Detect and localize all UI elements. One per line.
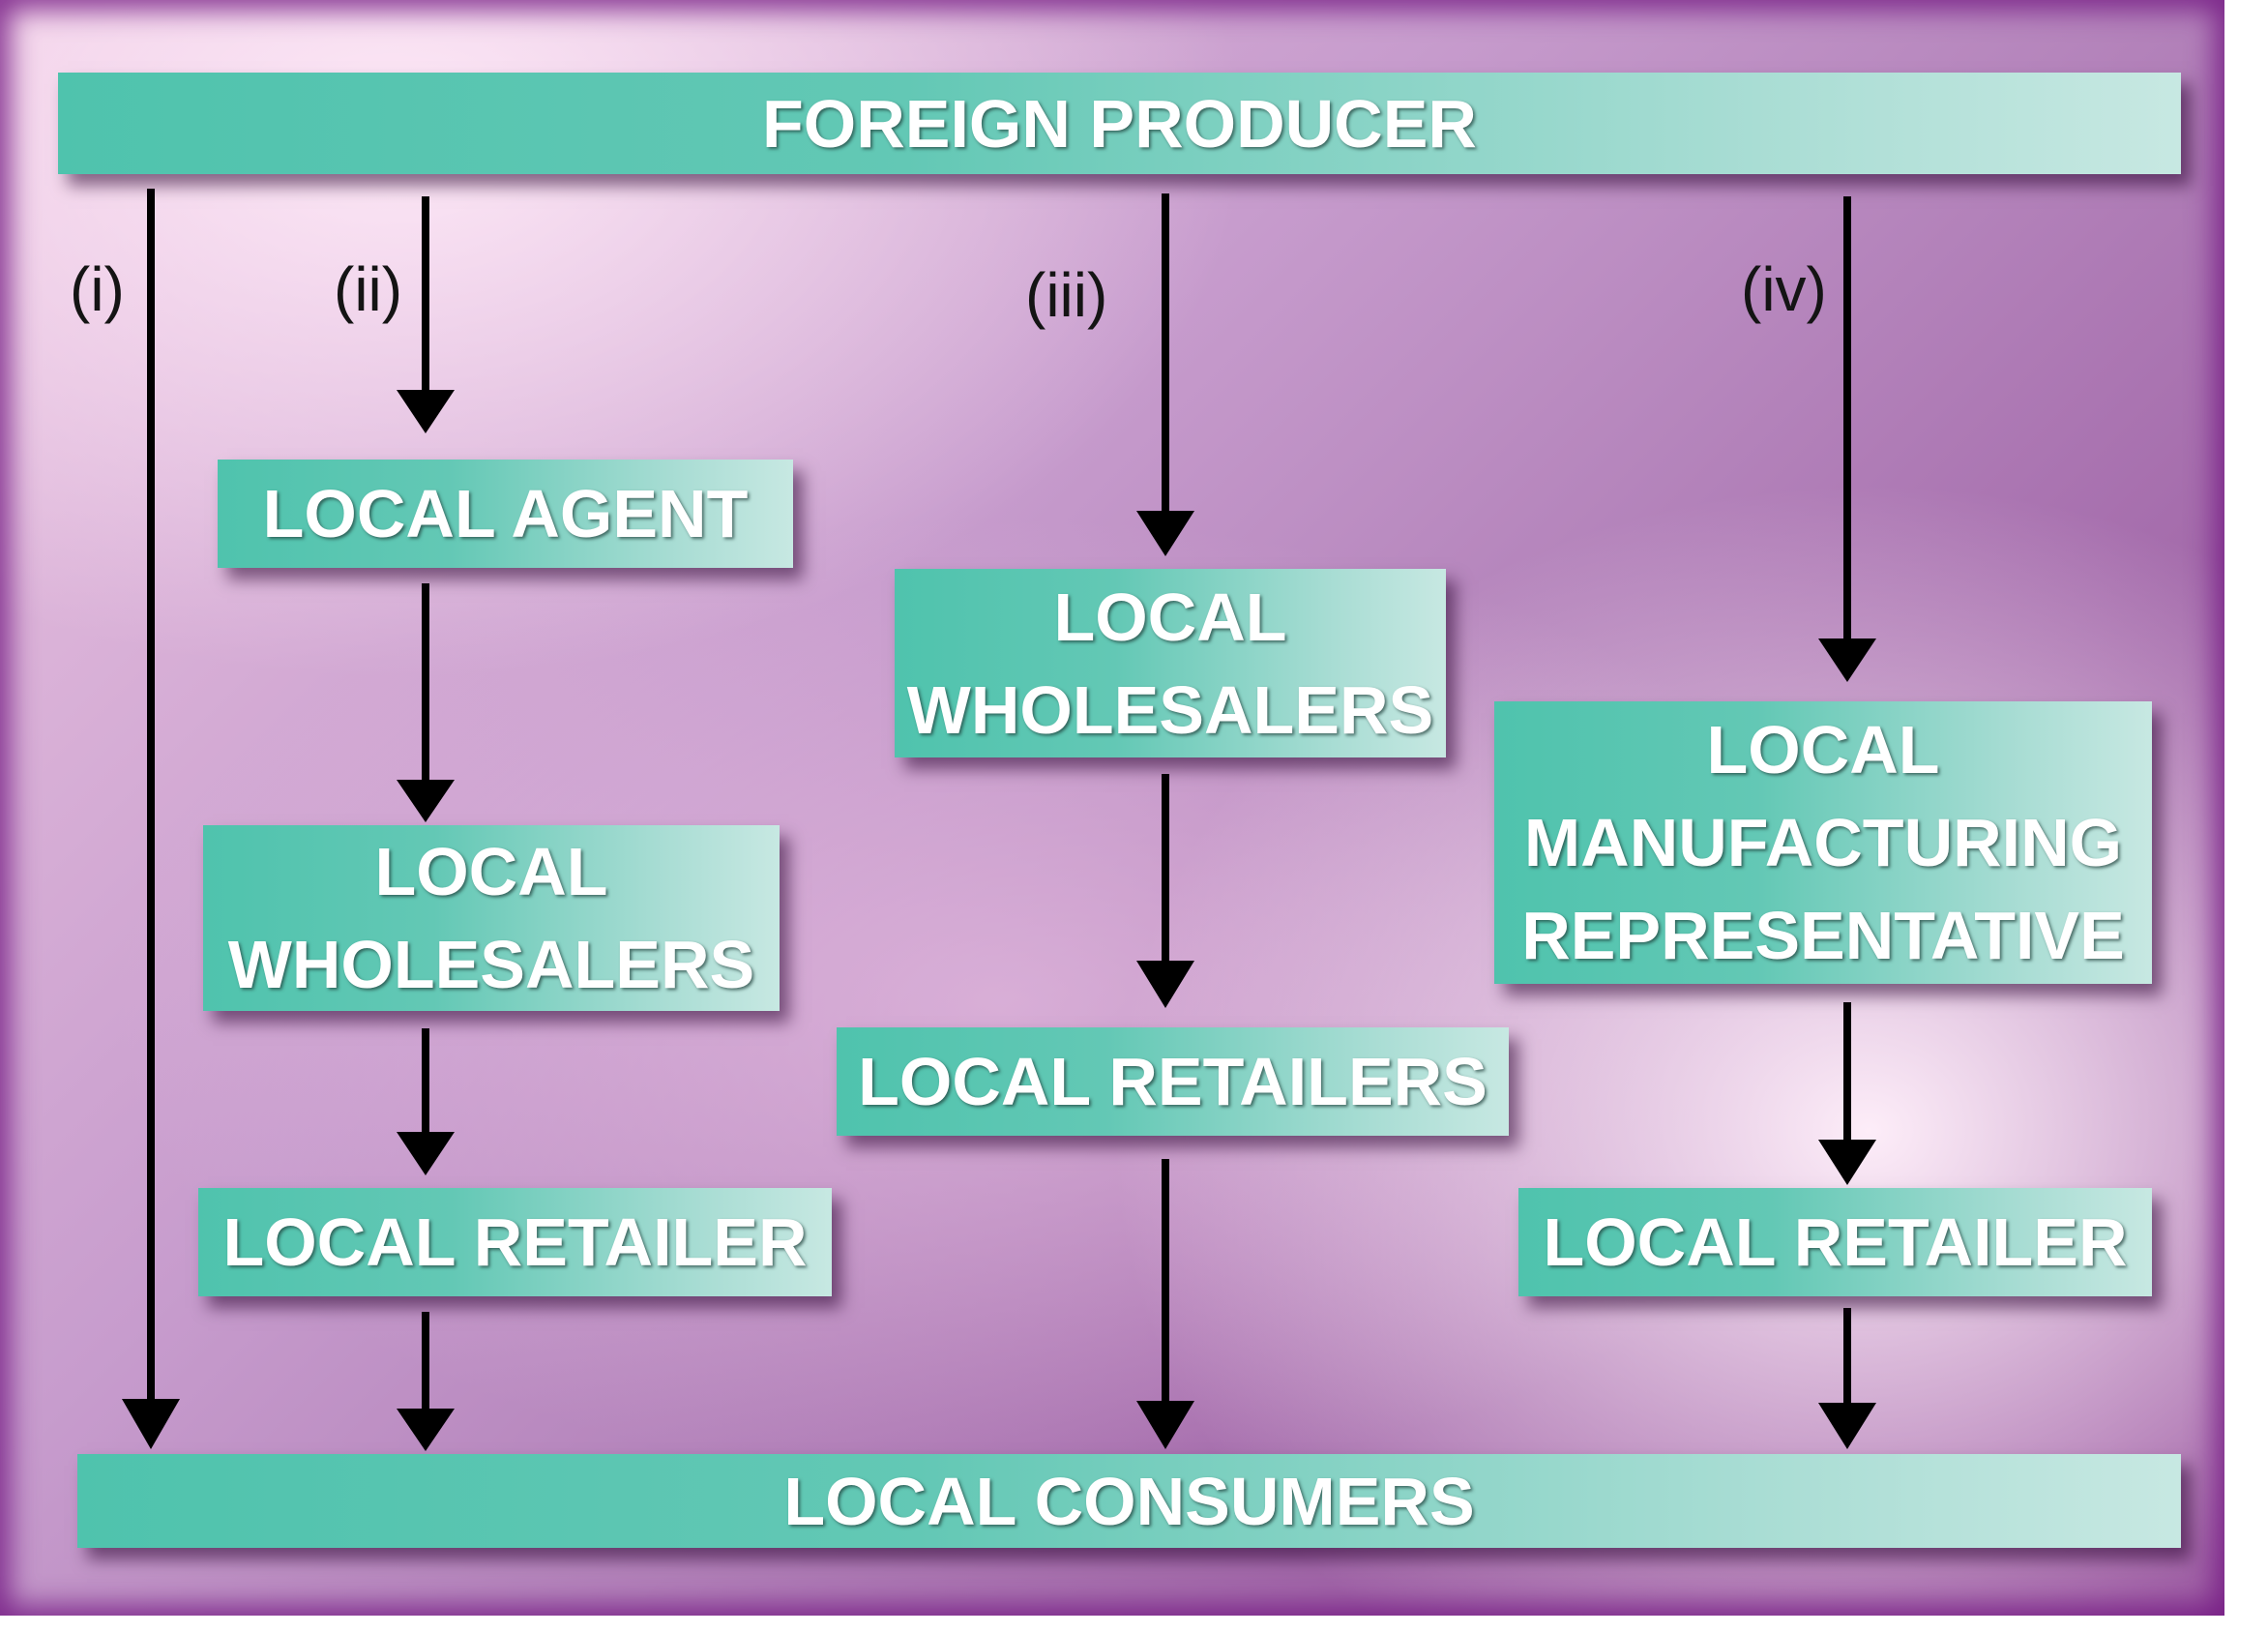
local-retailers-box-iii: LOCAL RETAILERS xyxy=(837,1027,1509,1136)
arrow-iii-retailers-to-consumers xyxy=(1136,1159,1194,1449)
local-manufacturing-representative-box: LOCAL MANUFACTURING REPRESENTATIVE xyxy=(1494,701,2152,984)
local-wholesalers-box-ii: LOCAL WHOLESALERS xyxy=(203,825,780,1011)
local-wholesalers-box-iii: LOCAL WHOLESALERS xyxy=(895,569,1446,757)
arrow-i-producer-to-consumers xyxy=(122,189,180,1449)
arrow-iv-producer-to-rep xyxy=(1818,196,1876,682)
arrow-ii-retailer-to-consumers xyxy=(397,1312,455,1451)
arrow-ii-wholesalers-to-retailer xyxy=(397,1028,455,1175)
channel-label-iii: (iii) xyxy=(1025,260,1108,330)
arrow-iv-retailer-to-consumers xyxy=(1818,1308,1876,1449)
arrow-iii-producer-to-wholesalers xyxy=(1136,193,1194,556)
foreign-producer-box: FOREIGN PRODUCER xyxy=(58,73,2181,174)
arrow-iv-rep-to-retailer xyxy=(1818,1002,1876,1185)
channel-label-iv: (iv) xyxy=(1741,254,1827,324)
arrow-ii-producer-to-agent xyxy=(397,196,455,433)
channel-label-ii: (ii) xyxy=(334,254,403,324)
local-retailer-box-ii: LOCAL RETAILER xyxy=(198,1188,832,1296)
channel-label-i: (i) xyxy=(70,254,125,324)
local-consumers-box: LOCAL CONSUMERS xyxy=(77,1454,2181,1548)
local-agent-box: LOCAL AGENT xyxy=(218,460,793,568)
arrow-ii-agent-to-wholesalers xyxy=(397,583,455,822)
local-retailer-box-iv: LOCAL RETAILER xyxy=(1518,1188,2152,1296)
arrow-iii-wholesalers-to-retailers xyxy=(1136,774,1194,1008)
